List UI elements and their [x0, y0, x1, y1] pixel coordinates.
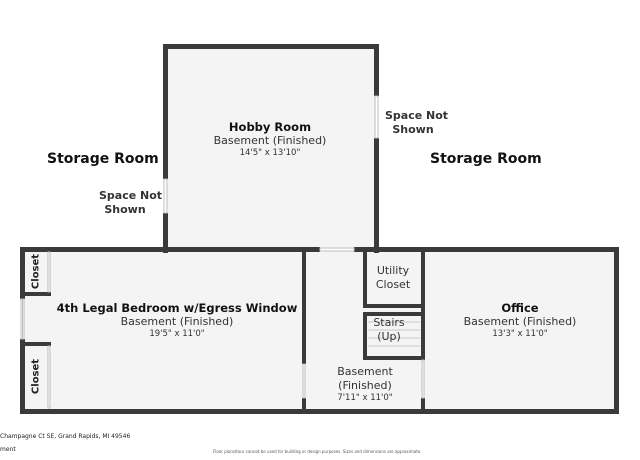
space-not-shown-right-label: Space Not Shown	[385, 109, 449, 136]
space-not-shown-left-label: Space Not Shown	[99, 189, 163, 216]
address-fragment: ment	[0, 446, 16, 453]
hobby-room-floor	[166, 47, 376, 250]
closet-bottom-label: Closet	[30, 358, 42, 395]
office-type: Basement (Finished)	[463, 315, 577, 329]
bedroom-label: 4th Legal Bedroom w/Egress Window Baseme…	[55, 301, 299, 340]
hall-name-line-1: Basement	[337, 365, 393, 378]
hobby-room-dims: 14'5" x 13'10"	[239, 148, 301, 159]
address-text: Champagne Ct SE, Grand Rapids, MI 49546	[0, 433, 131, 440]
openings	[47, 95, 425, 409]
stair-treads	[368, 321, 420, 347]
office-label: Office Basement (Finished) 13'3" x 11'0"	[440, 301, 600, 340]
storage-room-left-label: Storage Room	[47, 151, 159, 167]
utility-closet-label: Utility Closet	[375, 264, 411, 291]
egress-window	[20, 298, 25, 340]
bedroom-type: Basement (Finished)	[120, 315, 234, 329]
storage-room-right-label: Storage Room	[430, 151, 542, 167]
lower-level-floor	[23, 250, 616, 412]
hall-label: Basement (Finished) 7'11" x 11'0"	[313, 365, 417, 403]
hall-dims: 7'11" x 11'0"	[337, 392, 393, 403]
hobby-room-type: Basement (Finished)	[213, 134, 327, 148]
hobby-room-label: Hobby Room Basement (Finished) 14'5" x 1…	[180, 120, 360, 159]
office-name: Office	[501, 301, 539, 315]
hall-name-line-2: (Finished)	[338, 378, 392, 392]
bedroom-name: 4th Legal Bedroom w/Egress Window	[56, 301, 298, 315]
hobby-room-name: Hobby Room	[228, 120, 312, 134]
stairs-label: Stairs (Up)	[373, 316, 405, 343]
closet-top-label: Closet	[30, 253, 42, 290]
walls	[20, 44, 619, 414]
bedroom-dims: 19'5" x 11'0"	[149, 329, 205, 340]
office-dims: 13'3" x 11'0"	[492, 329, 548, 340]
disclaimer-text: Floor plans/tour cannot be used for buil…	[213, 449, 422, 454]
